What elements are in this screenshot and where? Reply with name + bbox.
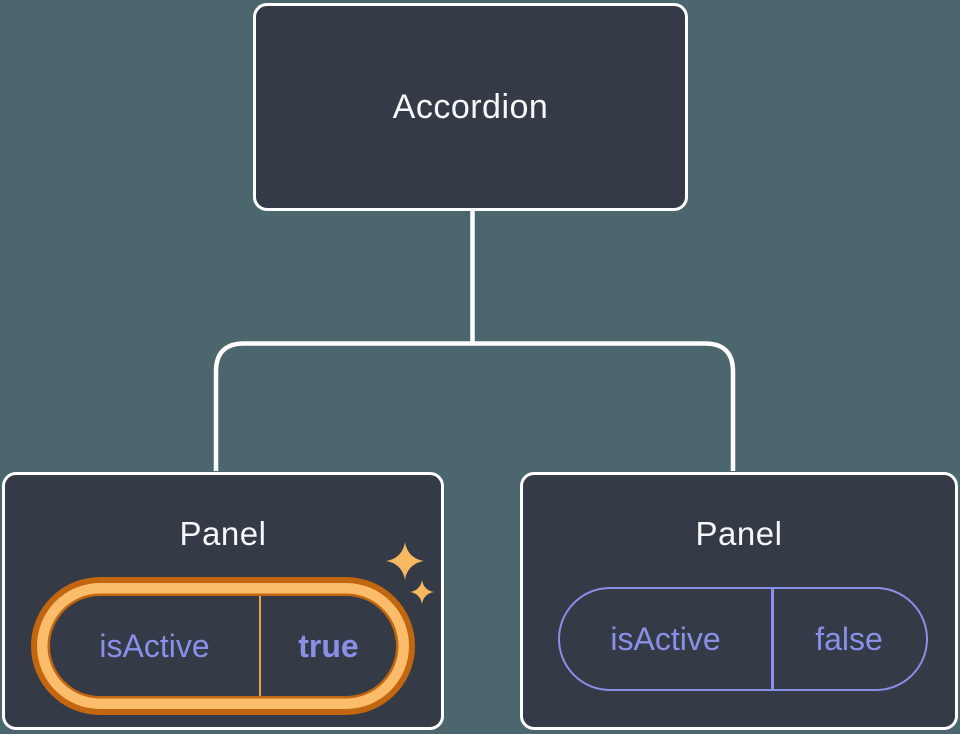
state-prop-value: true [298,627,359,664]
state-prop-name: isActive [99,627,210,664]
panel-node-active: Panel isActive true [2,472,444,730]
state-prop-name: isActive [610,620,721,657]
sparkle-icon-small [410,580,434,604]
accordion-node: Accordion [253,3,688,211]
state-pill-inactive: isActive false [558,587,928,691]
panel-node-inactive: Panel isActive false [520,472,958,730]
state-prop-value: false [815,620,883,657]
connector-branch [213,341,736,471]
accordion-label: Accordion [392,87,549,126]
sparkle-icon-large [386,542,424,580]
state-pill-active: isActive true [50,596,396,696]
pill-divider [771,589,774,689]
pill-divider [259,596,261,696]
panel-label: Panel [179,515,267,552]
panel-label: Panel [695,515,783,552]
